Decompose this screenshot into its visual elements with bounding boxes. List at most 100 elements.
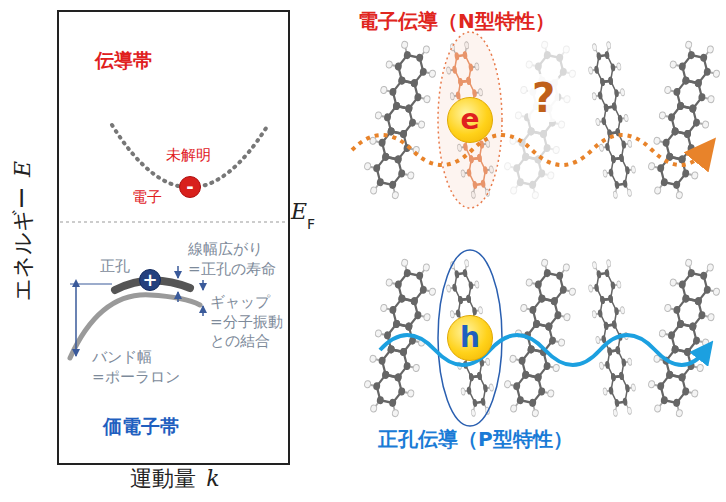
carbon-atom [559, 67, 567, 76]
hydrogen-atom [648, 380, 655, 388]
hydrogen-atom [485, 358, 490, 365]
carbon-atom [469, 373, 474, 382]
hydrogen-atom [569, 70, 576, 78]
hydrogen-atom [592, 311, 597, 318]
hydrogen-atom [676, 409, 683, 417]
carbon-atom [527, 345, 535, 354]
hydrogen-atom [547, 389, 554, 397]
hydrogen-atom [413, 364, 420, 372]
momentum-axis-label: 運動量k [95, 466, 255, 496]
hole-transport-wave [380, 335, 706, 365]
carbon-atom [619, 154, 624, 163]
carbon-atom [596, 52, 601, 61]
hydrogen-atom [697, 364, 704, 372]
carbon-atom [603, 321, 608, 330]
carrier-symbol: + [142, 271, 157, 289]
carbon-atom [608, 77, 613, 86]
carbon-atom [694, 79, 702, 88]
carbon-atom [550, 297, 558, 306]
carbon-atom [516, 178, 524, 187]
hydrogen-atom [563, 45, 570, 53]
carbon-atom [419, 285, 427, 294]
carbon-atom [594, 65, 599, 74]
carbon-atom [539, 129, 547, 138]
hydrogen-atom [380, 86, 387, 94]
carbon-atom [682, 387, 690, 396]
hydrogen-atom [504, 380, 511, 388]
carbon-atom [410, 79, 418, 88]
hydrogen-atom [617, 63, 622, 70]
carbon-atom [600, 78, 605, 87]
carbon-atom [601, 117, 606, 126]
carbon-atom [603, 103, 608, 112]
electron-carrier: e [447, 97, 493, 143]
hydrogen-atom [569, 288, 576, 296]
carbon-atom [667, 331, 675, 340]
carbon-atom [539, 129, 547, 138]
carbon-atom [373, 164, 381, 173]
carbon-atom [660, 396, 668, 405]
hydrogen-atom [541, 41, 548, 49]
carbon-atom [399, 347, 407, 356]
hydrogen-atom [676, 191, 683, 199]
carbon-atom [682, 76, 690, 85]
note-line: バンド幅 [92, 348, 180, 368]
hydrogen-atom [648, 162, 655, 170]
hydrogen-atom [592, 44, 597, 51]
hydrogen-atom [401, 259, 408, 267]
hydrogen-atom [515, 111, 522, 119]
hydrogen-atom [553, 364, 560, 372]
hydrogen-atom [489, 384, 494, 391]
hydrogen-atom [707, 95, 714, 103]
carbon-atom [462, 269, 467, 278]
carbon-atom [689, 322, 697, 331]
carbon-atom [468, 281, 473, 290]
carbon-atom [389, 87, 397, 96]
carbon-atom [622, 179, 627, 188]
carbon-atom [687, 143, 695, 152]
pentacene-molecule [499, 257, 580, 420]
hydrogen-atom [697, 146, 704, 154]
hydrogen-atom [369, 355, 376, 363]
carbon-atom [615, 346, 620, 355]
pentacene-molecule [643, 39, 724, 202]
carbon-atom [698, 93, 706, 102]
question-mark: ? [528, 74, 559, 122]
carbon-atom [600, 296, 605, 305]
hydrogen-atom [526, 279, 533, 287]
carbon-atom [483, 384, 488, 393]
hydrogen-atom [670, 279, 677, 287]
carbon-atom [454, 270, 459, 279]
carbon-atom [394, 373, 402, 382]
carbon-atom [382, 370, 390, 379]
carbon-atom [605, 143, 610, 152]
carbon-atom [392, 101, 400, 110]
carbon-atom [605, 361, 610, 370]
hydrogen-atom [592, 93, 597, 100]
carbon-atom [466, 295, 471, 304]
carbon-atom [513, 382, 521, 391]
carbon-atom [604, 51, 609, 60]
carbon-atom [378, 356, 386, 365]
carbon-atom [608, 386, 613, 395]
hole-circle: + [139, 269, 161, 291]
carbon-atom [676, 101, 684, 110]
electron-circle: - [179, 176, 201, 198]
hydrogen-atom [620, 307, 625, 314]
hydrogen-atom [526, 61, 533, 69]
hydrogen-atom [627, 140, 632, 147]
carbon-atom [376, 178, 384, 187]
hydrogen-atom [429, 70, 436, 78]
carbon-atom [387, 127, 395, 136]
bandwidth-arrow [75, 286, 77, 356]
carbon-atom [612, 102, 617, 111]
hydrogen-atom [631, 166, 636, 173]
carbon-atom [559, 285, 567, 294]
carbon-atom [538, 387, 546, 396]
hydrogen-atom [702, 121, 709, 129]
carbon-atom [399, 347, 407, 356]
hydrogen-atom [386, 61, 393, 69]
carbon-atom [692, 118, 700, 127]
hydrogen-atom [613, 191, 618, 198]
carbon-atom [522, 370, 530, 379]
